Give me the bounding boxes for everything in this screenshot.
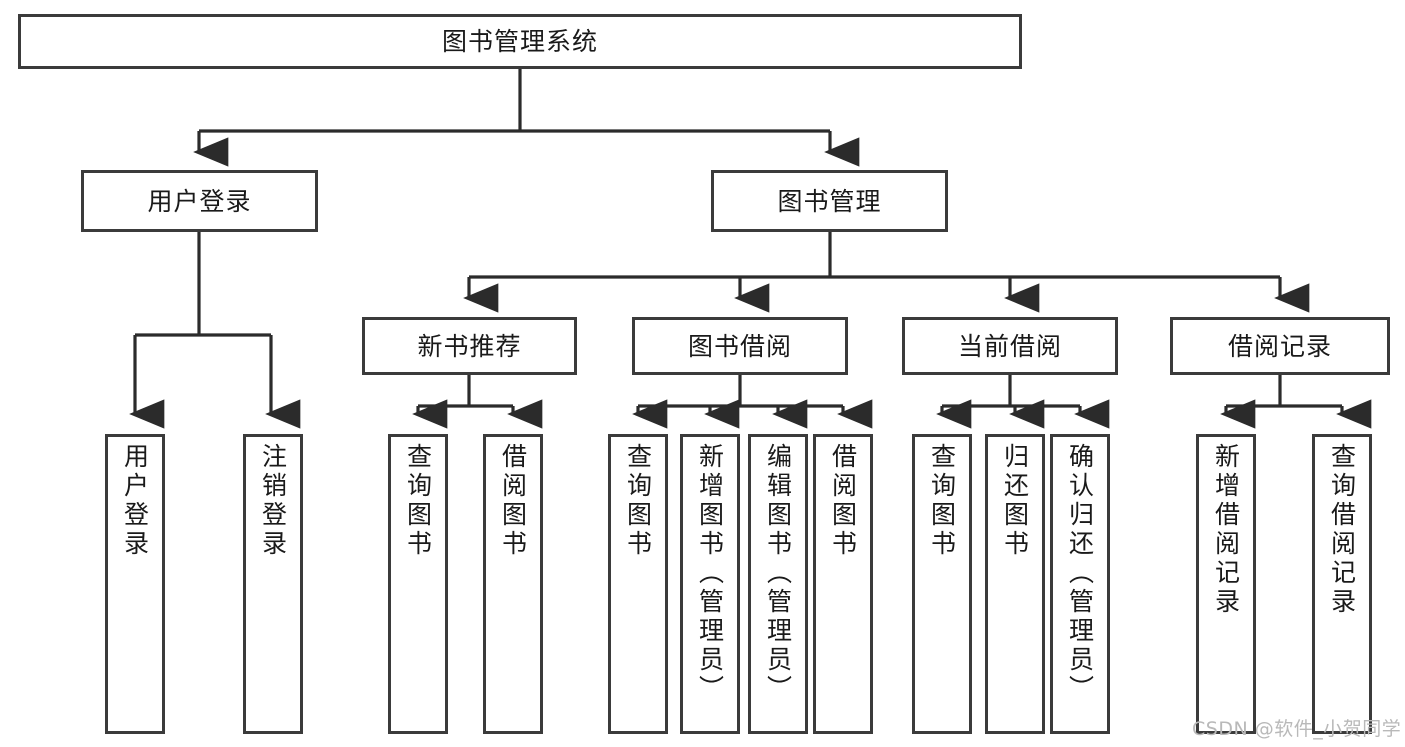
leaf-label: 借阅图书 (498, 443, 528, 559)
leaf-label: 编辑图书（管理员） (763, 443, 793, 704)
node-book-borrow-label: 图书借阅 (687, 331, 792, 361)
node-current-borrow[interactable]: 当前借阅 (902, 317, 1118, 375)
leaf-label: 用户登录 (120, 443, 150, 559)
leaf-label: 新增借阅记录 (1211, 443, 1241, 617)
node-book-management[interactable]: 图书管理 (711, 170, 948, 232)
leaf-recommend-borrow-book[interactable]: 借阅图书 (483, 434, 543, 734)
leaf-borrow-add-book[interactable]: 新增图书（管理员） (680, 434, 740, 734)
node-user-login-label: 用户登录 (147, 186, 252, 216)
node-new-book-recommend[interactable]: 新书推荐 (362, 317, 577, 375)
leaf-label: 确认归还（管理员） (1065, 443, 1095, 704)
node-new-book-recommend-label: 新书推荐 (417, 331, 522, 361)
leaf-user-login-signout[interactable]: 注销登录 (243, 434, 303, 734)
node-root-label: 图书管理系统 (441, 27, 598, 56)
leaf-borrow-edit-book[interactable]: 编辑图书（管理员） (748, 434, 808, 734)
node-root[interactable]: 图书管理系统 (18, 14, 1022, 69)
leaf-recommend-query-book[interactable]: 查询图书 (388, 434, 448, 734)
leaf-borrow-query-book[interactable]: 查询图书 (608, 434, 668, 734)
leaf-label: 注销登录 (258, 443, 288, 559)
leaf-label: 查询图书 (623, 443, 653, 559)
leaf-record-query-record[interactable]: 查询借阅记录 (1312, 434, 1372, 734)
node-borrow-record-label: 借阅记录 (1227, 331, 1332, 361)
leaf-current-confirm-return[interactable]: 确认归还（管理员） (1050, 434, 1110, 734)
node-user-login[interactable]: 用户登录 (81, 170, 318, 232)
node-book-management-label: 图书管理 (777, 186, 882, 216)
leaf-borrow-borrow-book[interactable]: 借阅图书 (813, 434, 873, 734)
leaf-current-return-book[interactable]: 归还图书 (985, 434, 1045, 734)
leaf-label: 查询借阅记录 (1327, 443, 1357, 617)
leaf-label: 新增图书（管理员） (695, 443, 725, 704)
leaf-label: 查询图书 (927, 443, 957, 559)
leaf-label: 查询图书 (403, 443, 433, 559)
leaf-record-add-record[interactable]: 新增借阅记录 (1196, 434, 1256, 734)
leaf-user-login-signin[interactable]: 用户登录 (105, 434, 165, 734)
leaf-label: 借阅图书 (828, 443, 858, 559)
node-borrow-record[interactable]: 借阅记录 (1170, 317, 1390, 375)
leaf-label: 归还图书 (1000, 443, 1030, 559)
leaf-current-query-book[interactable]: 查询图书 (912, 434, 972, 734)
node-book-borrow[interactable]: 图书借阅 (632, 317, 848, 375)
csdn-watermark: CSDN @软件_小贺同学 (1192, 718, 1402, 740)
node-current-borrow-label: 当前借阅 (957, 331, 1062, 361)
